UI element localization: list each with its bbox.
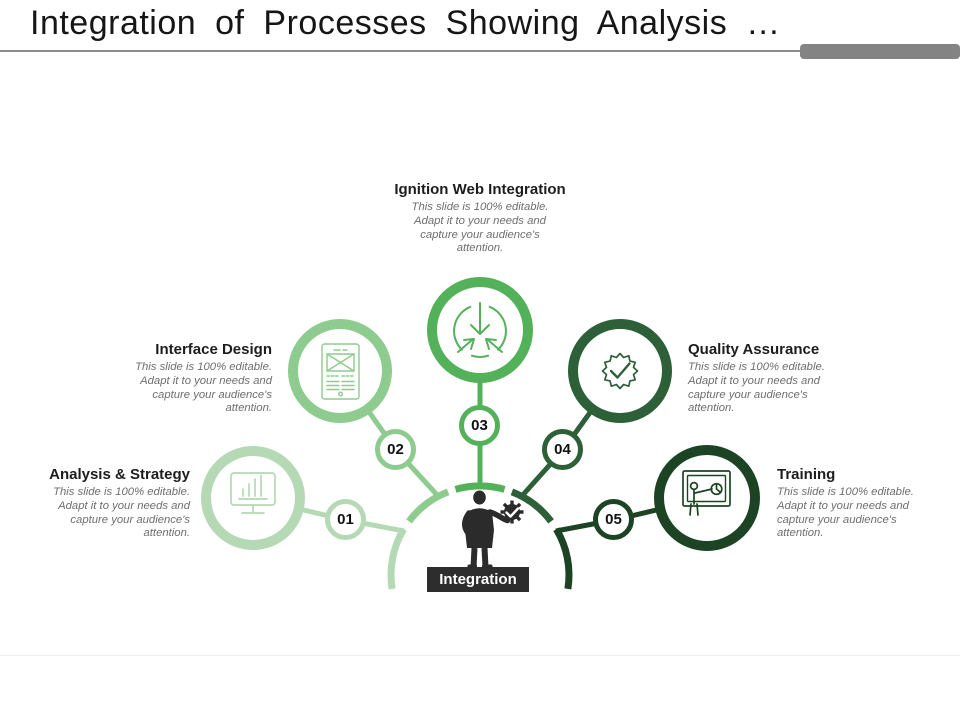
stage-4-description: This slide is 100% editable. Adapt it to… (688, 361, 825, 415)
certified-badge-icon (601, 352, 639, 390)
presenter-board-icon (682, 470, 731, 516)
stage-2-description: This slide is 100% editable. Adapt it to… (135, 361, 272, 415)
stage-5-text-block: Training This slide is 100% editable. Ad… (777, 466, 952, 541)
stage-1-title: Analysis & Strategy (49, 466, 190, 483)
stage-3-number-badge: 03 (459, 405, 500, 446)
title-underline (0, 50, 960, 52)
stage-1-description: This slide is 100% editable. Adapt it to… (53, 486, 190, 540)
gear-check-icon (500, 500, 524, 524)
stage-3-text-block: Ignition Web Integration This slide is 1… (340, 181, 620, 256)
stage-3-title: Ignition Web Integration (394, 181, 566, 198)
stage-2-title: Interface Design (155, 341, 272, 358)
stage-5-title: Training (777, 466, 836, 483)
stage-5-number-badge: 05 (593, 499, 634, 540)
stage-4-number-badge: 04 (542, 429, 583, 470)
stage-2-number-badge: 02 (375, 429, 416, 470)
stage-4-circle (568, 319, 672, 423)
slide-title: Integration of Processes Showing Analysi… (30, 4, 781, 42)
stage-3-circle (427, 277, 533, 383)
converging-arrows-icon (453, 302, 507, 358)
integration-label: Integration (427, 567, 529, 592)
stage-1-number-badge: 01 (325, 499, 366, 540)
stage-1-text-block: Analysis & Strategy This slide is 100% e… (25, 466, 190, 541)
stage-2-text-block: Interface Design This slide is 100% edit… (82, 341, 272, 416)
stage-3-description: This slide is 100% editable. Adapt it to… (411, 201, 549, 255)
footer-divider (0, 655, 960, 656)
stage-4-title: Quality Assurance (688, 341, 820, 358)
stage-4-text-block: Quality Assurance This slide is 100% edi… (688, 341, 878, 416)
stage-5-description: This slide is 100% editable. Adapt it to… (777, 486, 914, 540)
tablet-wireframe-icon (321, 343, 360, 400)
stage-1-circle (201, 446, 305, 550)
stage-5-circle (654, 445, 760, 551)
title-accent-bar (800, 44, 960, 59)
bar-chart-monitor-icon (230, 472, 276, 514)
stage-2-circle (288, 319, 392, 423)
person-with-gear-icon (462, 490, 524, 569)
